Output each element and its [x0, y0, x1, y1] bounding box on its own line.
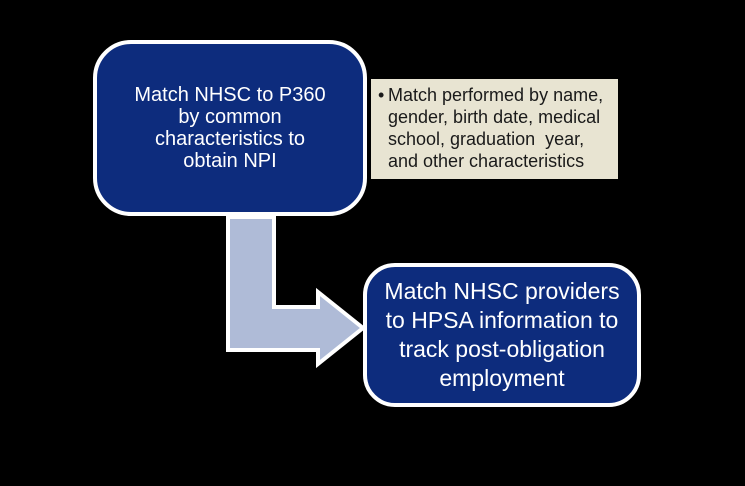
callout-box: • Match performed by name, gender, birth…	[371, 79, 618, 179]
elbow-arrow-shape	[226, 215, 367, 369]
step-1-box: Match NHSC to P360 by common characteris…	[93, 40, 367, 216]
step-2-box: Match NHSC providers to HPSA information…	[363, 263, 641, 407]
step-1-text: Match NHSC to P360 by common characteris…	[134, 84, 326, 172]
step-2-text: Match NHSC providers to HPSA information…	[384, 278, 620, 391]
callout-text: Match performed by name, gender, birth d…	[388, 85, 604, 171]
bullet-marker: •	[378, 85, 385, 105]
